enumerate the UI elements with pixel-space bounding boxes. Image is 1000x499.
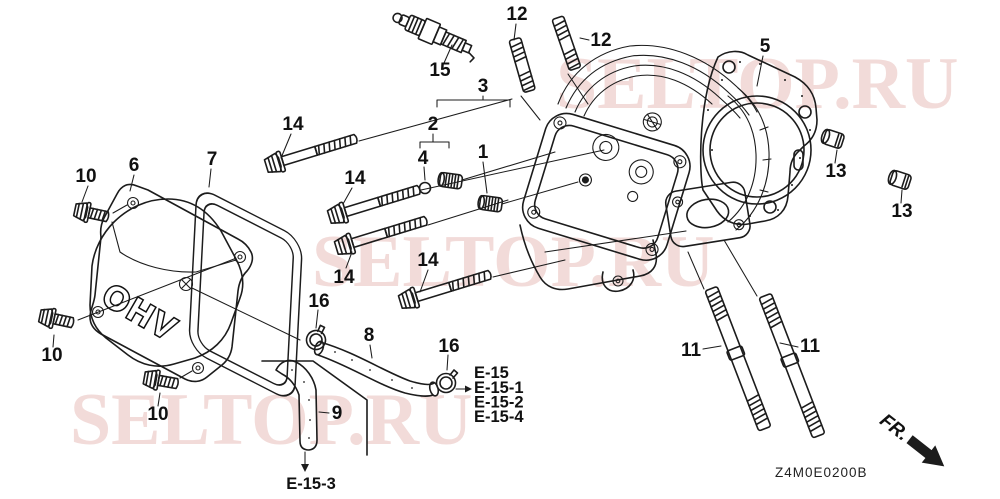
callout-16-b: 16 bbox=[438, 336, 459, 357]
callout-12-a: 12 bbox=[506, 4, 527, 25]
watermark-middle: SELTOP.RU bbox=[312, 221, 714, 303]
callout-1: 1 bbox=[478, 142, 489, 163]
clamp-ref-arrowhead bbox=[465, 385, 472, 393]
leader-studs-11 bbox=[687, 239, 758, 297]
callout-4: 4 bbox=[418, 148, 429, 169]
callout-11-a: 11 bbox=[681, 340, 702, 361]
ref-e15-1: E-15-1 bbox=[474, 379, 524, 397]
callout-14-d: 14 bbox=[417, 250, 439, 271]
head-fins bbox=[557, 44, 758, 119]
leader-bolts-10 bbox=[77, 204, 235, 379]
callout-leaders bbox=[52, 23, 903, 414]
bolt-10-b bbox=[37, 305, 77, 334]
callout-13-a: 13 bbox=[825, 161, 846, 182]
callout-3: 3 bbox=[478, 76, 489, 97]
breather-hose-8 bbox=[313, 340, 440, 397]
callout-13-b: 13 bbox=[891, 201, 912, 222]
callout-9: 9 bbox=[332, 403, 343, 424]
diagram-code: Z4M0E0200B bbox=[775, 465, 868, 480]
cover-emboss-text: OHV bbox=[97, 276, 185, 348]
callout-10-b: 10 bbox=[41, 345, 62, 366]
cover-bolt-holes bbox=[91, 196, 247, 375]
clamp-16-a bbox=[302, 323, 331, 353]
callout-6: 6 bbox=[129, 155, 140, 176]
head-barrel bbox=[727, 87, 772, 231]
callout-2: 2 bbox=[428, 114, 439, 135]
callout-7: 7 bbox=[207, 149, 218, 170]
ref-e15-3: E-15-3 bbox=[286, 475, 336, 493]
callout-11-b: 11 bbox=[800, 336, 821, 357]
front-direction-marker: FR. bbox=[876, 410, 945, 467]
leader-cover-screw bbox=[191, 287, 301, 341]
callout-16-a: 16 bbox=[308, 291, 329, 312]
callout-14-c: 14 bbox=[333, 267, 355, 288]
callout-12-b: 12 bbox=[590, 30, 611, 51]
callout-14-a: 14 bbox=[282, 114, 304, 135]
callout-brackets bbox=[419, 95, 579, 205]
ref-e15-4: E-15-4 bbox=[474, 408, 524, 426]
ref-e15: E-15 bbox=[474, 364, 509, 382]
stud-12-a bbox=[508, 36, 537, 94]
e15-3-arrowhead bbox=[301, 464, 309, 472]
pin-knurl-a bbox=[436, 171, 464, 191]
bolt-14-b bbox=[325, 178, 424, 228]
callout-14-b: 14 bbox=[344, 168, 366, 189]
cylinder-head-drawing bbox=[519, 44, 772, 293]
bolt-10-a bbox=[72, 199, 112, 228]
section-divider-line bbox=[261, 360, 368, 456]
head-flange bbox=[521, 112, 691, 261]
leader-internal bbox=[544, 230, 687, 253]
callout-5: 5 bbox=[760, 36, 771, 57]
callout-10-c: 10 bbox=[147, 404, 168, 425]
callout-10-a: 10 bbox=[75, 166, 96, 187]
spark-plug-drawing bbox=[392, 12, 475, 63]
dowel-13-b bbox=[885, 168, 913, 191]
head-skirt bbox=[519, 224, 658, 293]
dowel-13-a bbox=[818, 127, 846, 150]
head-gasket-drawing bbox=[699, 50, 818, 226]
o-ring-4 bbox=[418, 181, 432, 195]
leader-studs-12 bbox=[520, 73, 589, 121]
callout-15: 15 bbox=[429, 60, 451, 81]
front-arrow-icon bbox=[906, 435, 945, 467]
drain-hose-9 bbox=[275, 359, 318, 451]
front-label: FR. bbox=[876, 410, 913, 445]
head-intake-flange bbox=[664, 181, 751, 248]
ref-e15-2: E-15-2 bbox=[474, 394, 524, 412]
callout-8: 8 bbox=[364, 325, 375, 346]
pin-knurl-b bbox=[476, 194, 504, 214]
